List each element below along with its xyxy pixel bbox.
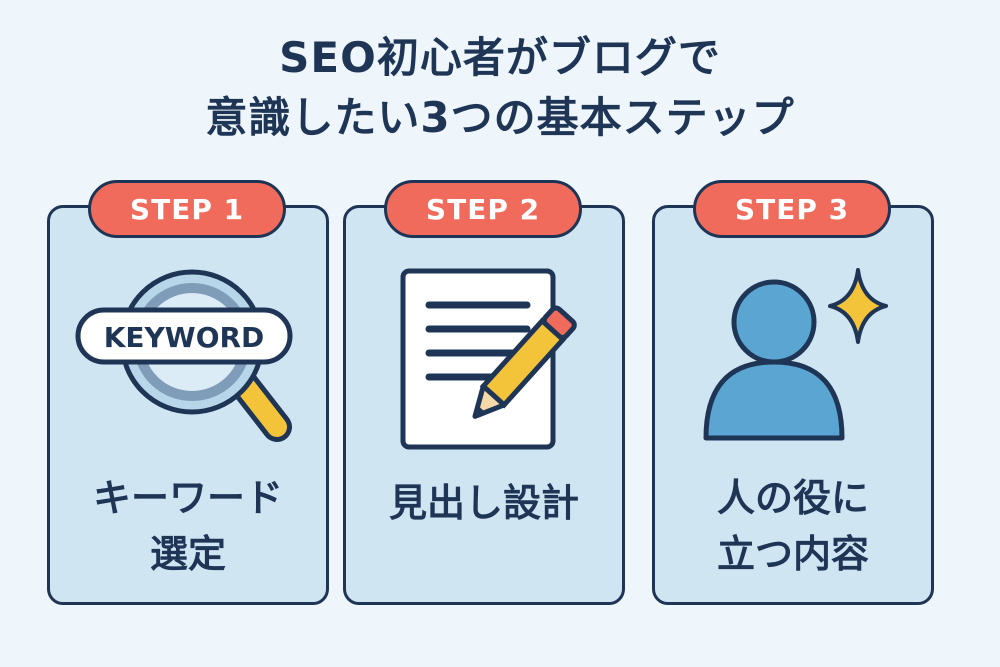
step-badge-1: STEP 1 [88, 180, 286, 238]
person-sparkle-icon [703, 268, 888, 441]
keyword-label: KEYWORD [104, 321, 265, 354]
title-line-1: SEO初心者がブログで [279, 33, 721, 82]
step-label-1-line-2: 選定 [149, 532, 226, 576]
document-pencil-icon [400, 268, 577, 450]
page-title: SEO初心者がブログで 意識したい3つの基本ステップ [0, 28, 1000, 148]
step-label-3-line-1: 人の役に [716, 476, 869, 520]
step-label-1: キーワード 選定 [47, 470, 329, 582]
magnifier-keyword-icon: KEYWORD [75, 269, 293, 442]
step-badge-3: STEP 3 [693, 180, 891, 238]
step-label-3-line-2: 立つ内容 [716, 532, 869, 576]
step-label-1-line-1: キーワード [92, 476, 283, 520]
step-label-3: 人の役に 立つ内容 [652, 470, 934, 582]
title-line-2: 意識したい3つの基本ステップ [205, 93, 795, 142]
step-label-2: 見出し設計 [343, 475, 625, 531]
step-label-2-line-1: 見出し設計 [388, 481, 579, 525]
step-badge-2: STEP 2 [384, 180, 582, 238]
